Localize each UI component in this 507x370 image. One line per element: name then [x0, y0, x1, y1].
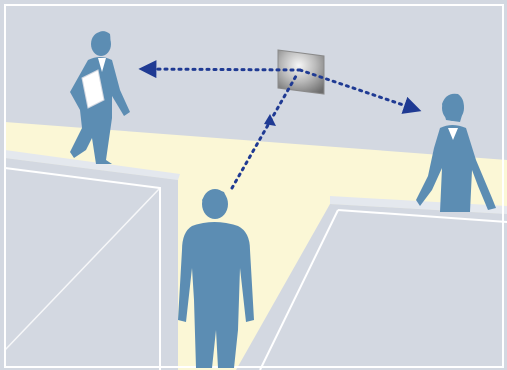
left-block-face [5, 158, 178, 370]
sensor-device-icon [278, 50, 324, 94]
arrow-to-left-person [142, 69, 300, 70]
